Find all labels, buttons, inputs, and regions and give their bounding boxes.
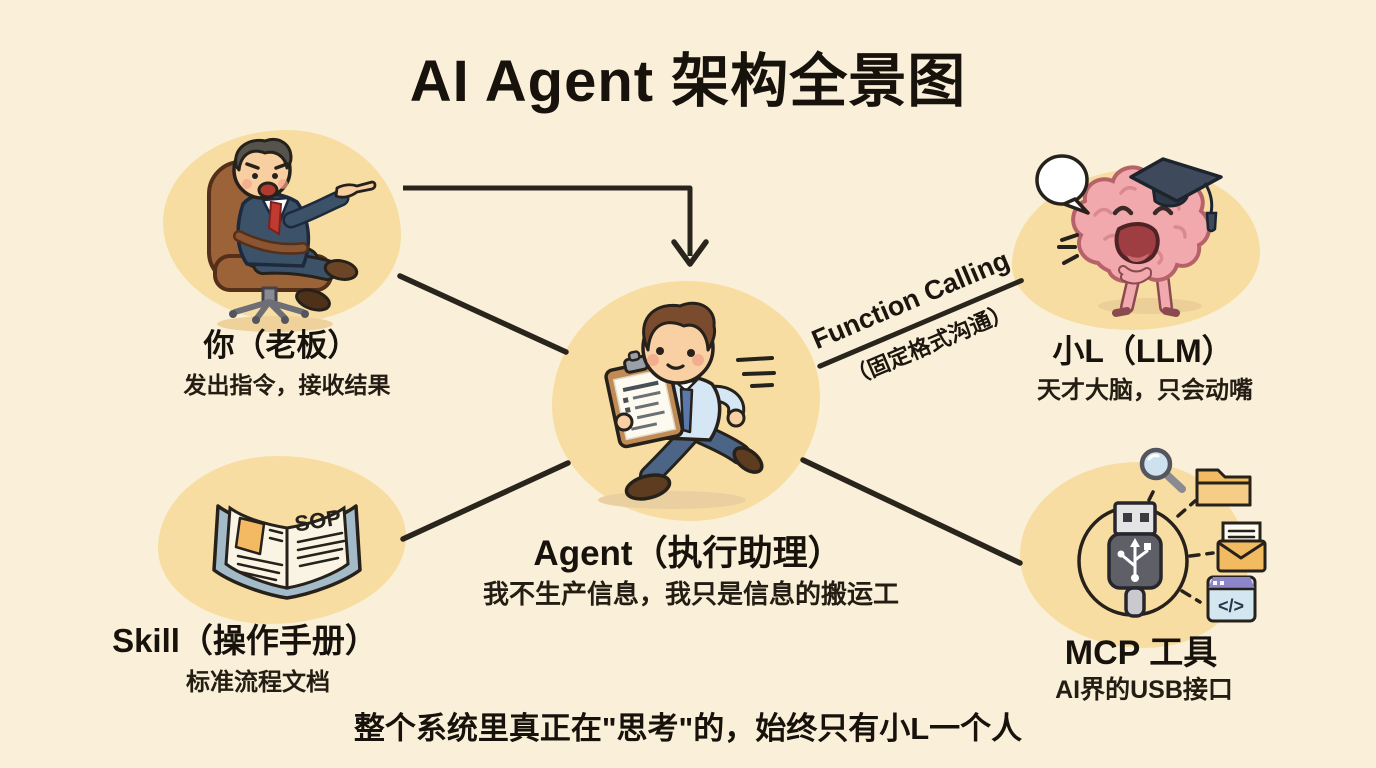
code-glyph: </> (1218, 596, 1244, 616)
shout-lines-icon (1057, 233, 1079, 265)
mcp-tools-illustration: </> (1077, 447, 1267, 623)
open-book-icon (212, 504, 362, 600)
footer-note: 整个系统里真正在"思考"的，始终只有小L一个人 (353, 711, 1023, 746)
speed-lines-icon (736, 356, 776, 388)
folder-icon (1195, 468, 1252, 507)
code-window-icon: </> (1206, 575, 1257, 623)
agent-sublabel: 我不生产信息，我只是信息的搬运工 (482, 579, 900, 609)
magnifier-icon (1139, 447, 1186, 493)
llm-sublabel: 天才大脑，只会动嘴 (1037, 377, 1253, 404)
speech-bubble-icon (1035, 154, 1090, 215)
boss-figure (232, 138, 377, 312)
dashed-connectors (1147, 484, 1215, 604)
agent-head (614, 301, 717, 432)
page-title: AI Agent 架构全景图 (409, 49, 967, 114)
arrowhead-down-icon (671, 239, 709, 267)
graduation-cap-icon (1129, 157, 1223, 233)
agent-skill-connector (400, 460, 571, 542)
boss-label: 你（老板） (203, 328, 359, 363)
boss-sublabel: 发出指令，接收结果 (183, 372, 391, 398)
boss-agent-connector (397, 273, 569, 355)
agent-shadow (598, 491, 746, 509)
skill-label: Skill（操作手册） (112, 622, 378, 659)
agent-mcp-connector (800, 457, 1023, 566)
mcp-sublabel: AI界的USB接口 (1055, 676, 1233, 704)
mcp-label: MCP 工具 (1064, 634, 1218, 672)
brain-illustration (1035, 154, 1223, 317)
llm-label: 小L（LLM） (1052, 333, 1234, 369)
sop-book-illustration: SOP (212, 504, 362, 600)
mail-icon (1216, 521, 1267, 573)
usb-plug-icon (1107, 501, 1163, 618)
agent-illustration (598, 301, 776, 509)
skill-sublabel: 标准流程文档 (186, 669, 330, 696)
boss-command-arrow-line (403, 185, 693, 256)
agent-label: Agent（执行助理） (533, 534, 843, 573)
boss-illustration (207, 138, 377, 332)
